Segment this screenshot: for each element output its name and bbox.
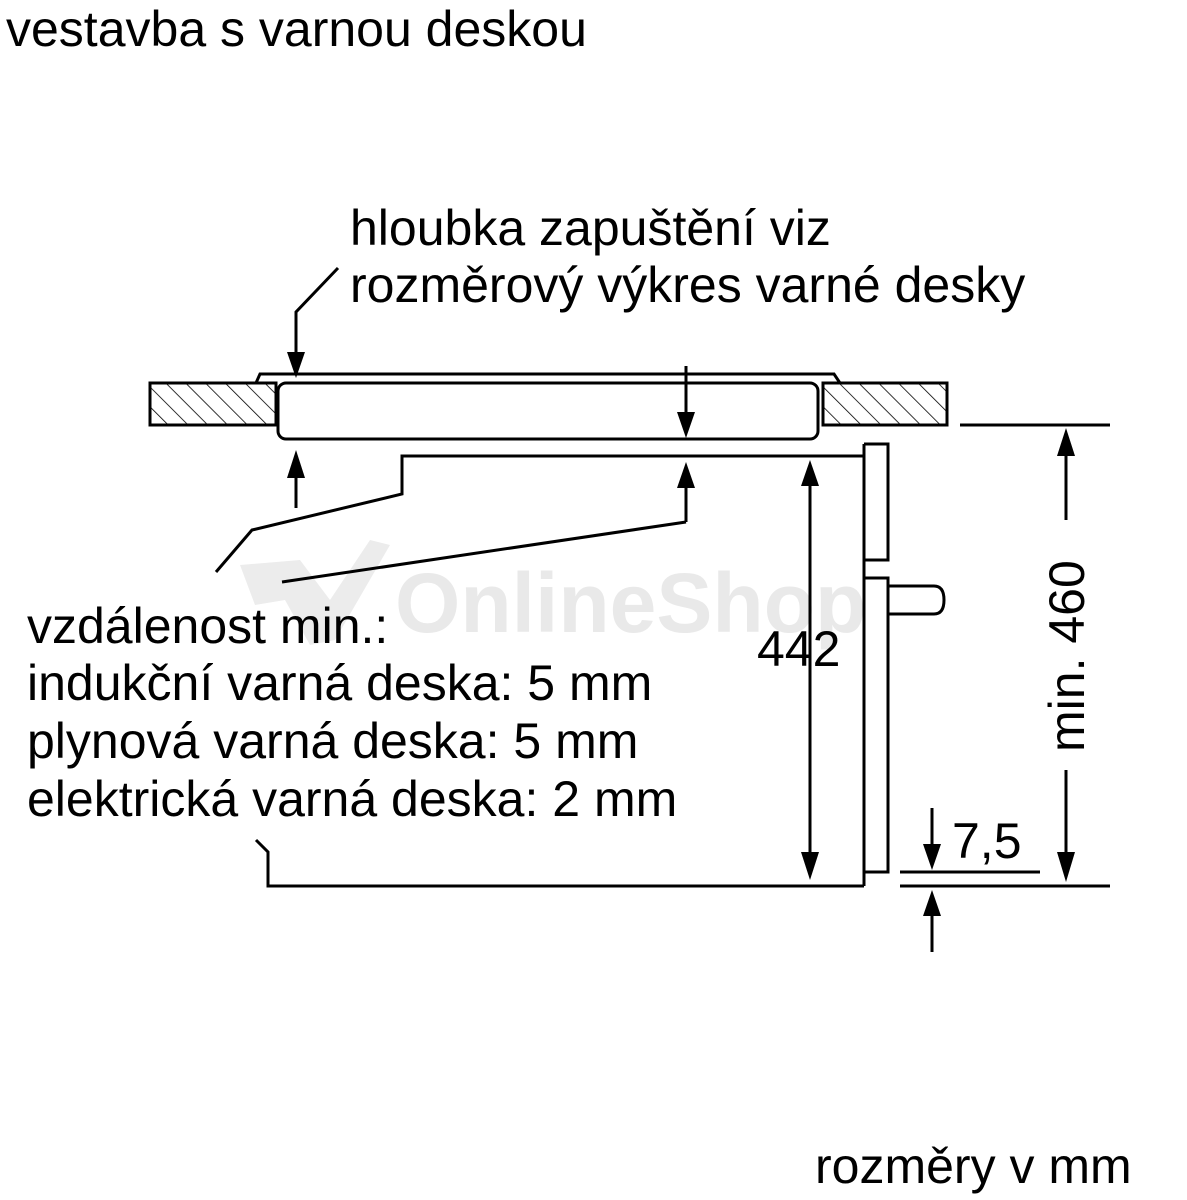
units-note: rozměry v mm	[815, 1138, 1132, 1194]
depth-leader-arrow	[287, 266, 340, 378]
distance-note-line4: elektrická varná deska: 2 mm	[27, 771, 677, 827]
cooktop-gap-arrows	[287, 366, 695, 522]
distance-leader-lines	[214, 454, 864, 584]
dimension-7-5	[900, 808, 1040, 952]
depth-note-line2: rozměrový výkres varné desky	[350, 257, 1025, 313]
distance-note-line3: plynová varná deska: 5 mm	[27, 713, 638, 769]
dimension-442-label: 442	[757, 621, 840, 677]
diagram-title: vestavba s varnou deskou	[6, 1, 587, 57]
dimension-442	[801, 460, 819, 880]
watermark-logo: OnlineShop	[240, 540, 866, 650]
countertop-right	[821, 381, 949, 427]
oven-handle	[888, 584, 946, 616]
cooktop	[254, 372, 842, 441]
distance-note-line1: vzdálenost min.:	[27, 598, 388, 654]
countertop-left	[148, 381, 278, 427]
dimension-460-label: min. 460	[1039, 560, 1095, 752]
dimension-460	[900, 423, 1110, 888]
watermark-text: OnlineShop	[395, 556, 866, 650]
dimension-7-5-label: 7,5	[952, 813, 1022, 869]
depth-note-line1: hloubka zapuštění viz	[350, 200, 831, 256]
oven-front-panel	[862, 442, 890, 886]
distance-note-line2: indukční varná deska: 5 mm	[27, 655, 652, 711]
oven-body	[254, 838, 864, 888]
